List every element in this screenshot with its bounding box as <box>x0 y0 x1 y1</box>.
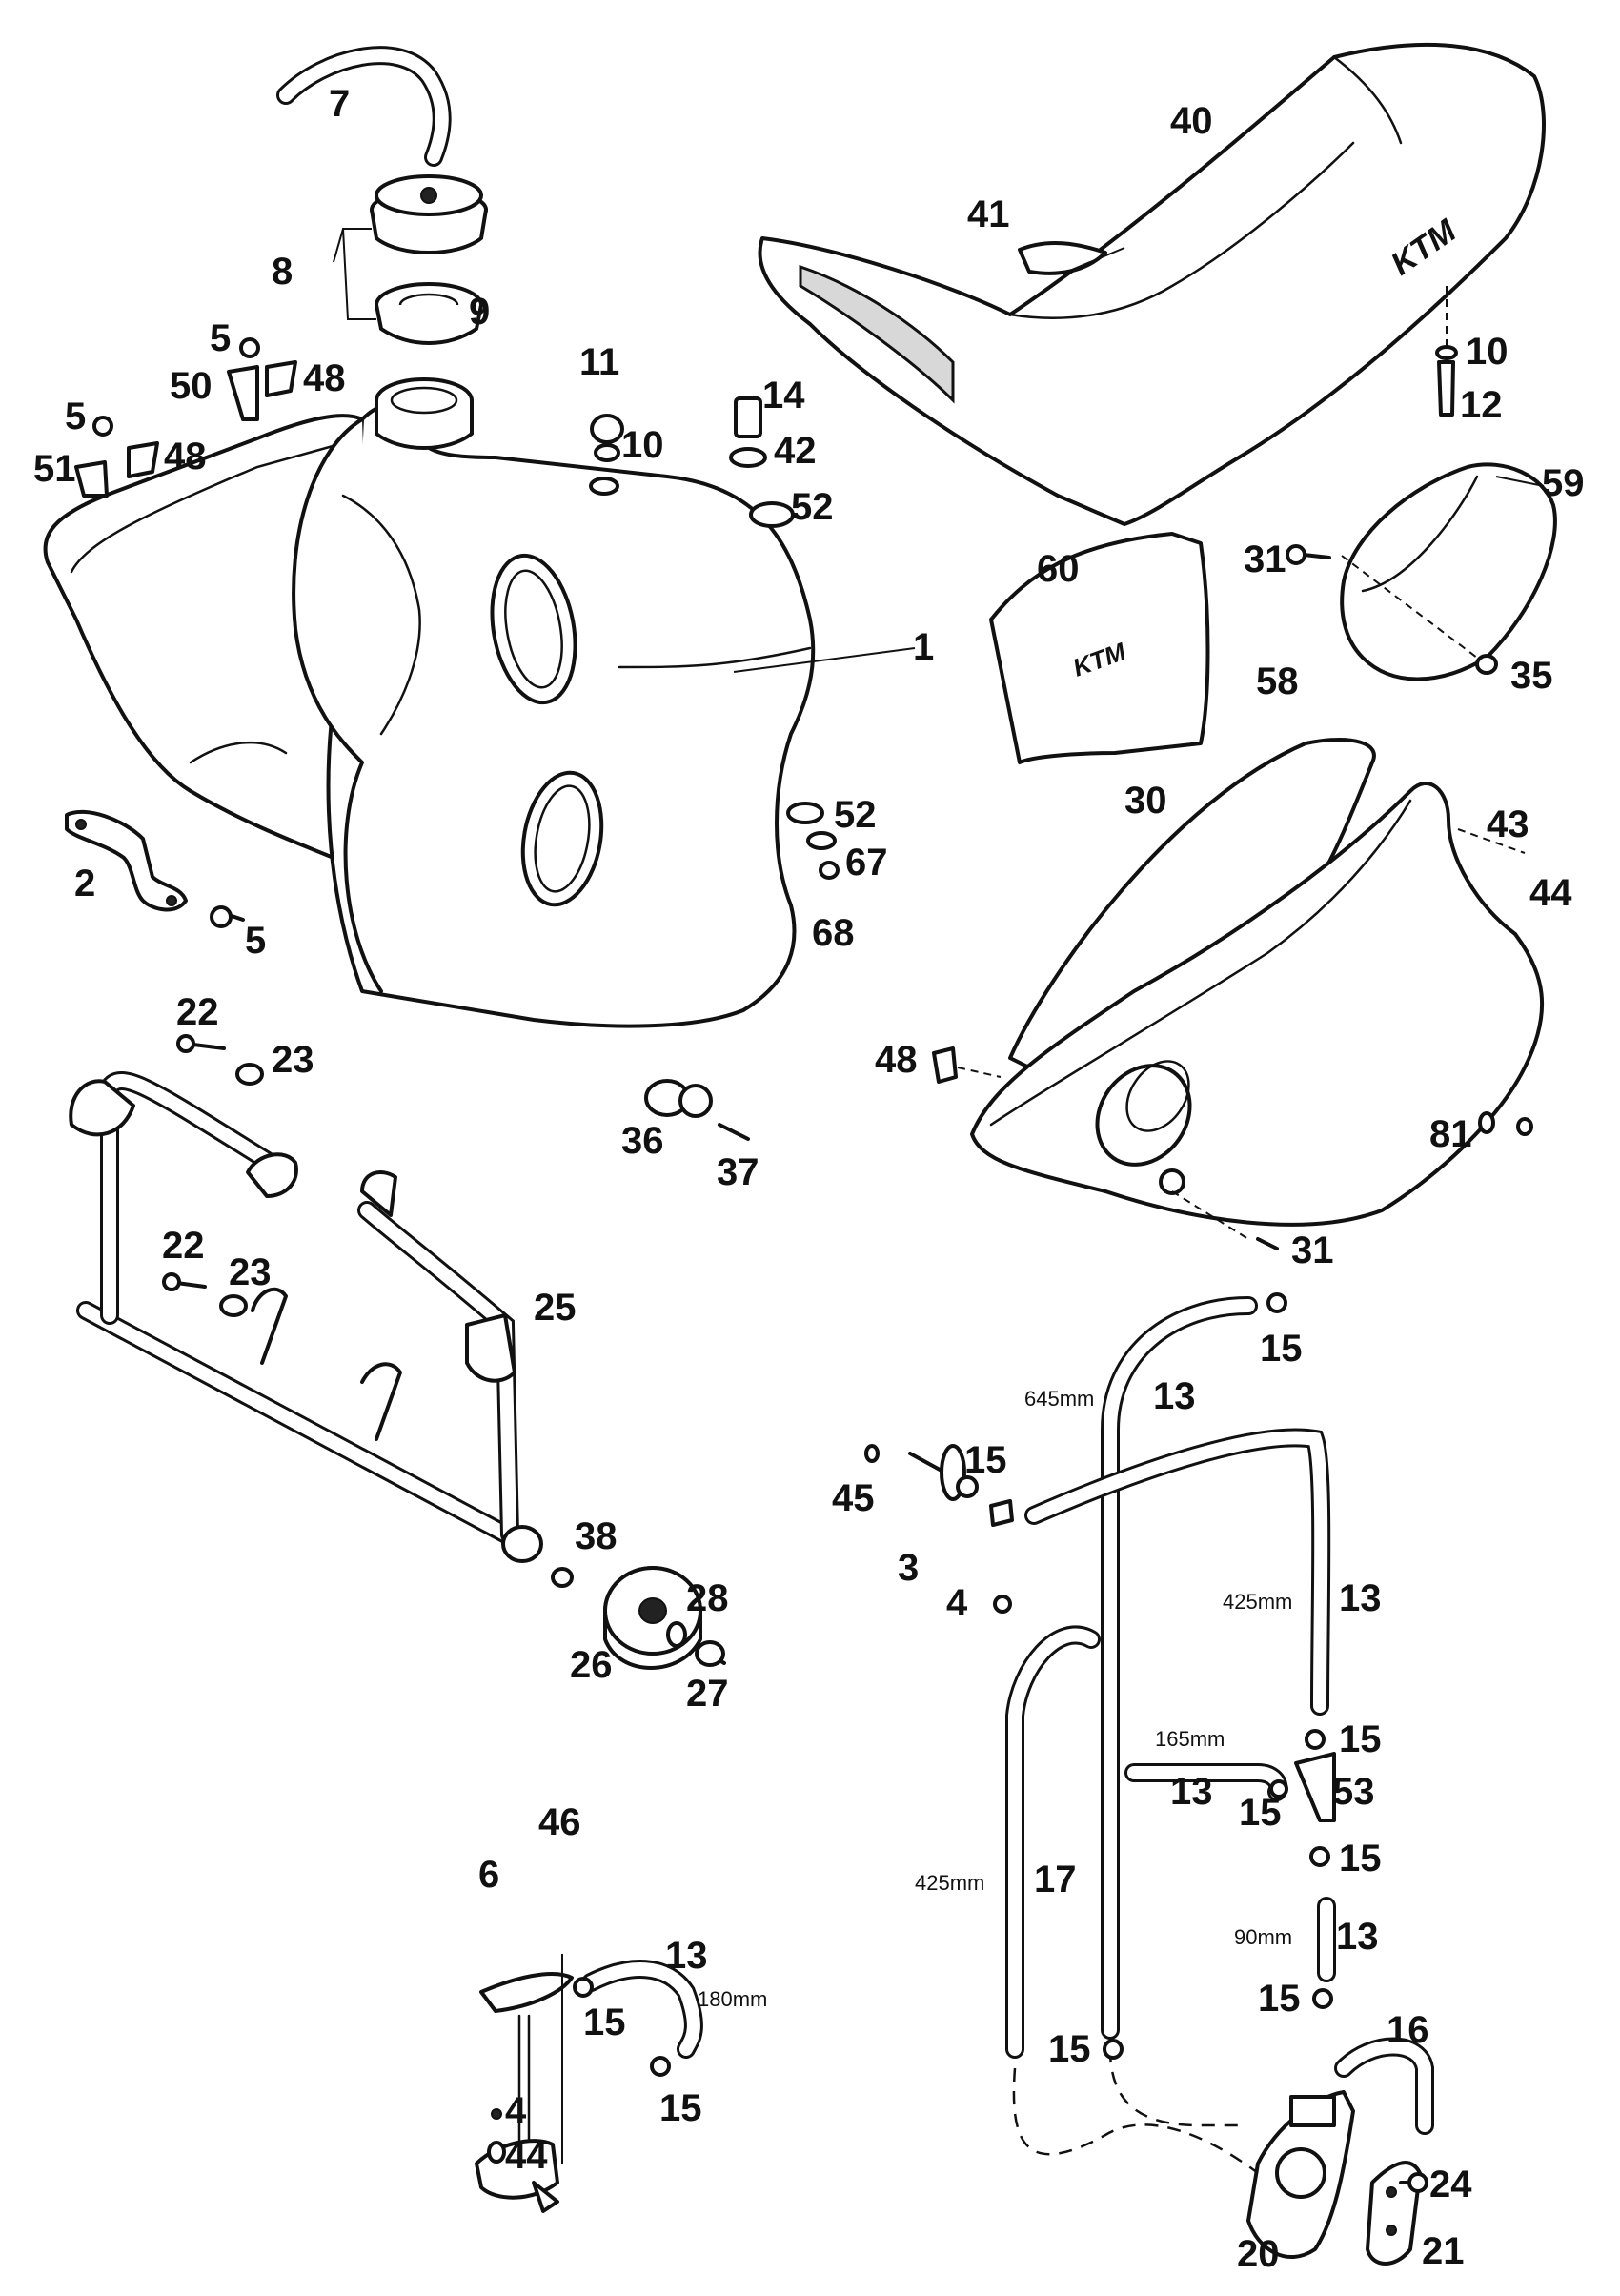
label-48: 48 <box>303 357 346 399</box>
label-23: 23 <box>229 1251 272 1293</box>
label-43: 43 <box>1487 803 1529 845</box>
label-24: 24 <box>1429 2164 1472 2205</box>
leader-lines <box>733 247 1545 1240</box>
label-15: 15 <box>1339 1718 1382 1760</box>
label-23: 23 <box>272 1039 314 1081</box>
label-13: 13 <box>1153 1375 1196 1417</box>
label-6: 6 <box>478 1854 499 1896</box>
connector <box>908 1444 979 1501</box>
label-13: 13 <box>665 1935 708 1977</box>
label-52: 52 <box>791 486 834 528</box>
label-5: 5 <box>245 920 266 962</box>
label-7: 7 <box>329 83 350 125</box>
label-8: 8 <box>272 251 293 293</box>
label-4: 4 <box>946 1582 968 1624</box>
label-50: 50 <box>170 365 213 407</box>
label-51: 51 <box>33 448 76 490</box>
label-53: 53 <box>1332 1771 1375 1813</box>
label-13: 13 <box>1336 1916 1379 1958</box>
label-13: 13 <box>1339 1577 1382 1619</box>
label-15: 15 <box>964 1439 1007 1481</box>
dimension-180mm: 180mm <box>698 1987 767 2011</box>
dimension-425mm: 425mm <box>1223 1590 1292 1614</box>
label-5: 5 <box>65 396 86 437</box>
fuel-cap <box>276 46 488 345</box>
label-11: 11 <box>579 341 619 383</box>
label-68: 68 <box>812 912 855 954</box>
label-36: 36 <box>621 1120 664 1162</box>
fuel-pump <box>1246 2090 1422 2266</box>
seat: KTM <box>758 42 1546 526</box>
label-40: 40 <box>1170 100 1213 142</box>
label-60: 60 <box>1037 548 1080 590</box>
label-35: 35 <box>1510 655 1553 697</box>
label-67: 67 <box>845 842 888 884</box>
dimension-labels: 645mm 425mm 165mm 425mm 180mm 90mm <box>698 1387 1292 2011</box>
label-15: 15 <box>1048 2028 1091 2070</box>
tool-bag: KTM <box>989 462 1557 764</box>
label-10: 10 <box>1466 331 1509 373</box>
label-9: 9 <box>469 291 490 333</box>
sub-frame <box>69 1071 543 1563</box>
label-10: 10 <box>621 424 664 466</box>
label-27: 27 <box>686 1673 729 1715</box>
label-44: 44 <box>505 2135 548 2177</box>
label-21: 21 <box>1422 2230 1465 2272</box>
label-15: 15 <box>1339 1838 1382 1879</box>
label-81: 81 <box>1429 1113 1472 1155</box>
dimension-90mm: 90mm <box>1234 1925 1292 1949</box>
label-22: 22 <box>176 991 219 1033</box>
label-4: 4 <box>505 2090 527 2132</box>
label-44: 44 <box>1529 872 1572 914</box>
dimension-165mm: 165mm <box>1155 1727 1225 1751</box>
label-48: 48 <box>164 436 207 477</box>
label-45: 45 <box>832 1477 875 1519</box>
label-28: 28 <box>686 1577 729 1619</box>
label-15: 15 <box>1239 1792 1282 1834</box>
label-25: 25 <box>534 1287 577 1329</box>
label-58: 58 <box>1256 660 1299 702</box>
label-20: 20 <box>1237 2233 1280 2275</box>
label-42: 42 <box>774 430 817 472</box>
label-38: 38 <box>575 1515 618 1557</box>
fuel-tank <box>43 377 816 1028</box>
bracket <box>65 809 188 912</box>
label-15: 15 <box>659 2087 702 2129</box>
label-1: 1 <box>913 626 934 668</box>
label-5: 5 <box>210 317 231 359</box>
dimension-425mm: 425mm <box>915 1871 984 1895</box>
part-labels: 7 8 9 5 50 48 5 51 48 11 10 14 42 52 40 … <box>33 83 1585 2275</box>
label-14: 14 <box>762 375 805 417</box>
label-22: 22 <box>162 1225 205 1267</box>
label-37: 37 <box>717 1151 759 1193</box>
label-12: 12 <box>1460 384 1503 426</box>
hardware <box>74 337 1533 2193</box>
label-46: 46 <box>538 1801 581 1843</box>
side-cover <box>970 738 1545 1227</box>
label-31: 31 <box>1291 1229 1334 1271</box>
label-59: 59 <box>1542 462 1585 504</box>
label-30: 30 <box>1124 780 1167 822</box>
label-15: 15 <box>1258 1978 1301 2020</box>
label-48: 48 <box>875 1039 918 1081</box>
label-15: 15 <box>1260 1328 1303 1370</box>
label-41: 41 <box>967 193 1010 235</box>
dimension-645mm: 645mm <box>1024 1387 1094 1411</box>
label-2: 2 <box>74 863 95 904</box>
label-31: 31 <box>1244 538 1286 580</box>
label-3: 3 <box>898 1547 919 1589</box>
label-26: 26 <box>570 1644 613 1686</box>
label-15: 15 <box>583 2001 626 2043</box>
label-52: 52 <box>834 794 877 836</box>
label-17: 17 <box>1034 1859 1077 1900</box>
label-13: 13 <box>1170 1771 1213 1813</box>
label-16: 16 <box>1387 2009 1429 2051</box>
hoses <box>581 1296 1434 2175</box>
